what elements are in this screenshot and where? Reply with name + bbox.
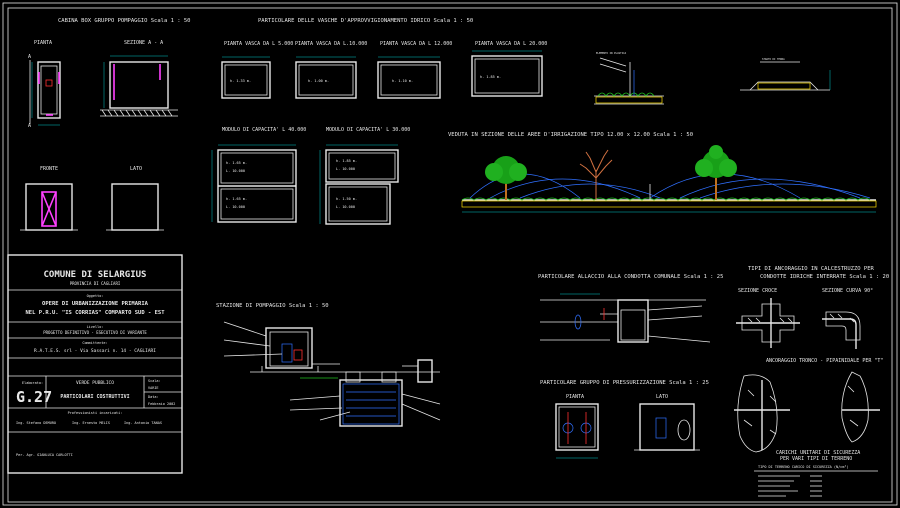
title-vasca-12000: PIANTA VASCA DA L 12.000 (380, 41, 452, 47)
tb-oggetto-2: NEL P.R.U. "IS CORRIAS" COMPARTO SUD - E… (25, 310, 165, 316)
cabina-plan: A A (28, 54, 61, 129)
title-modulo-30000: MODULO DI CAPACITA' L 30.000 (326, 127, 410, 133)
irrigation-detail-section: ELEMENTO IN PLASTICA (594, 51, 664, 105)
tb-prof-1: Ing. Stefano DEMURO (16, 421, 56, 425)
svg-text:A: A (28, 54, 31, 60)
carichi-header: TIPO DI TERRENO CARICO DI SICUREZZA (N/c… (758, 465, 849, 469)
title-carichi-2: PER VARI TIPI DI TERRENO (780, 456, 852, 462)
tb-committente-label: Committente: (82, 341, 107, 345)
tb-particolari: PARTICOLARI COSTRUTTIVI (60, 394, 129, 400)
connection-detail (540, 293, 711, 343)
tb-scala-label: Scala: (148, 379, 161, 383)
anchor-cross-section (736, 298, 800, 348)
svg-text:L. 10.000: L. 10.000 (226, 169, 245, 173)
svg-text:ELEMENTO IN PLASTICA: ELEMENTO IN PLASTICA (596, 51, 627, 55)
modulo-40000-plan: h. 1.65 m. L. 10.000 h. 1.65 m. L. 10.00… (211, 144, 297, 223)
cabina-front (20, 183, 78, 231)
tb-collab: Per. Agr. GIANLUCA CARLOTTI (16, 453, 73, 457)
anchor-tee-section (734, 371, 880, 453)
title-vasche: PARTICOLARE DELLE VASCHE D'APPROVVIGIONA… (258, 18, 473, 24)
label-fronte: FRONTE (40, 166, 58, 172)
tb-livello-label: Livello: (87, 325, 104, 329)
title-pressurizzazione: PARTICOLARE GRUPPO DI PRESSURIZZAZIONE S… (540, 380, 709, 386)
svg-text:h. 1.65 m.: h. 1.65 m. (226, 161, 247, 165)
pressurization-plan (555, 403, 599, 459)
title-stazione: STAZIONE DI POMPAGGIO Scala 1 : 50 (216, 303, 329, 309)
svg-text:h. 1.85 m.: h. 1.85 m. (336, 159, 357, 163)
tb-prof-2: Ing. Ernesto MELIS (72, 421, 110, 425)
svg-text:h. 1.33 m.: h. 1.33 m. (230, 79, 251, 83)
pressurization-side (634, 403, 700, 451)
title-ancoraggio-2: CONDOTTE IDRICHE INTERRATE Scala 1 : 20 (760, 274, 889, 280)
anchor-curve-section (822, 311, 861, 349)
tb-prof-label: Professionisti incaricati: (68, 411, 123, 415)
vasca-10000-plan: h. 1.00 m. (295, 56, 357, 99)
svg-text:L. 10.000: L. 10.000 (336, 167, 355, 171)
cabina-section (100, 55, 178, 117)
svg-text:L. 10.000: L. 10.000 (336, 205, 355, 209)
pumping-station-section (223, 321, 441, 427)
svg-text:h. 1.00 m.: h. 1.00 m. (308, 79, 329, 83)
label-sezione: SEZIONE A - A (124, 40, 163, 46)
title-carichi-1: CARICHI UNITARI DI SICUREZZA (776, 450, 860, 456)
title-allaccio: PARTICOLARE ALLACCIO ALLA CONDOTTA COMUN… (538, 274, 723, 280)
tb-data: Febbraio 2002 (148, 402, 175, 406)
cabina-side (106, 183, 164, 231)
title-veduta: VEDUTA IN SEZIONE DELLE AREE D'IRRIGAZIO… (448, 132, 693, 138)
label-pianta2: PIANTA (566, 394, 584, 400)
tb-verde: VERDE PUBBLICO (76, 380, 114, 386)
label-lato: LATO (130, 166, 142, 172)
title-block (7, 254, 183, 474)
vasca-20000-plan: h. 1.85 m. (471, 50, 543, 97)
irrigation-area-section (461, 145, 877, 213)
title-modulo-40000: MODULO DI CAPACITA' L 40.000 (222, 127, 306, 133)
tb-elaborato: G.27 (16, 388, 52, 406)
tb-comune: COMUNE DI SELARGIUS (44, 270, 147, 280)
title-vasca-20000: PIANTA VASCA DA L 20.000 (475, 41, 547, 47)
carichi-table-rows (754, 470, 878, 497)
label-tronco: ANCORAGGIO TRONCO - PIPAINIDALE PER "T" (766, 358, 883, 364)
tb-committente: R.A.T.E.S. srl - Via Sassari n. 14 - CAG… (34, 348, 156, 354)
label-lato2: LATO (656, 394, 668, 400)
label-pianta: PIANTA (34, 40, 52, 46)
modulo-30000-plan: h. 1.85 m. L. 10.000 h. 1.50 m. L. 10.00… (319, 144, 399, 225)
title-vasca-5000: PIANTA VASCA DA L 5.000 (224, 41, 293, 47)
bare-tree (579, 149, 613, 200)
svg-text:A: A (28, 123, 31, 129)
tb-oggetto-1: OPERE DI URBANIZZAZIONE PRIMARIA (42, 301, 149, 307)
label-sezione-croce: SEZIONE CROCE (738, 288, 777, 294)
trench-section: STRATO DI TERRA (740, 57, 831, 91)
svg-text:L. 10.000: L. 10.000 (226, 205, 245, 209)
tb-data-label: Data: (148, 395, 159, 399)
tb-livello: PROGETTO DEFINITIVO - ESECUTIVO DI VARIA… (43, 330, 147, 335)
tb-oggetto-label: Oggetto: (87, 294, 104, 298)
vasca-5000-plan: h. 1.33 m. (221, 56, 271, 99)
title-vasca-10000: PIANTA VASCA DA L.10.000 (295, 41, 367, 47)
svg-text:h. 1.50 m.: h. 1.50 m. (336, 197, 357, 201)
svg-text:STRATO DI TERRA: STRATO DI TERRA (762, 57, 785, 61)
vasca-12000-plan: h. 1.10 m. (377, 56, 441, 99)
svg-text:h. 1.65 m.: h. 1.65 m. (226, 197, 247, 201)
tb-provincia: PROVINCIA DI CAGLIARI (70, 281, 121, 286)
svg-text:h. 1.85 m.: h. 1.85 m. (480, 75, 501, 79)
title-ancoraggio-1: TIPI DI ANCORAGGIO IN CALCESTRUZZO PER (748, 266, 875, 272)
tb-prof-3: Ing. Antonio TANAS (124, 421, 162, 425)
svg-text:h. 1.10 m.: h. 1.10 m. (392, 79, 413, 83)
tb-scala: VARIE (148, 386, 159, 390)
title-cabina: CABINA BOX GRUPPO POMPAGGIO Scala 1 : 50 (58, 18, 190, 24)
label-sezione-curva: SEZIONE CURVA 90° (822, 288, 873, 294)
tb-elaborato-label: Elaborato: (22, 381, 43, 385)
